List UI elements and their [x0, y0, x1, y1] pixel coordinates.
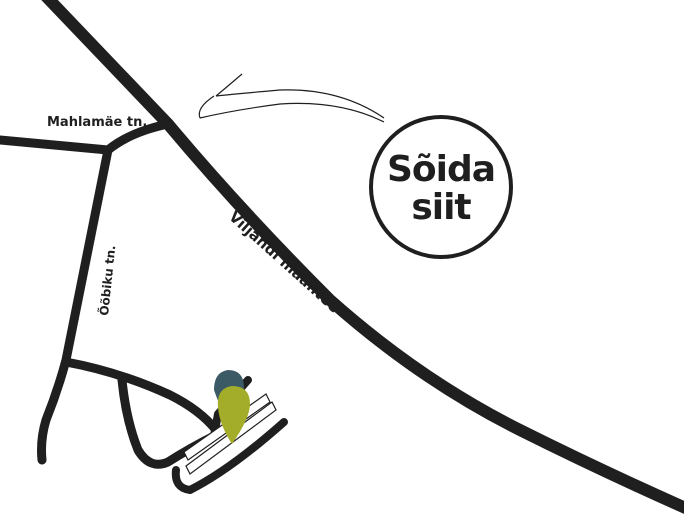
- callout-circle: [369, 115, 513, 259]
- curved-arrow-icon: [198, 73, 385, 123]
- street-lower-connector: [61, 357, 221, 435]
- map-pin-body: [217, 386, 250, 444]
- map-pin-icon[interactable]: [214, 370, 250, 444]
- street-oobiku: [37, 145, 113, 465]
- callout-line2: siit: [411, 187, 471, 228]
- callout-line1: Sõida: [387, 149, 495, 190]
- label-oobiku: Õõbiku tn.: [96, 244, 118, 316]
- main-road: [41, 0, 684, 514]
- label-viljandi: Viljandi maantee: [225, 208, 343, 317]
- label-mahlamae: Mahlamäe tn.: [47, 115, 147, 130]
- parking-outer: [171, 418, 288, 494]
